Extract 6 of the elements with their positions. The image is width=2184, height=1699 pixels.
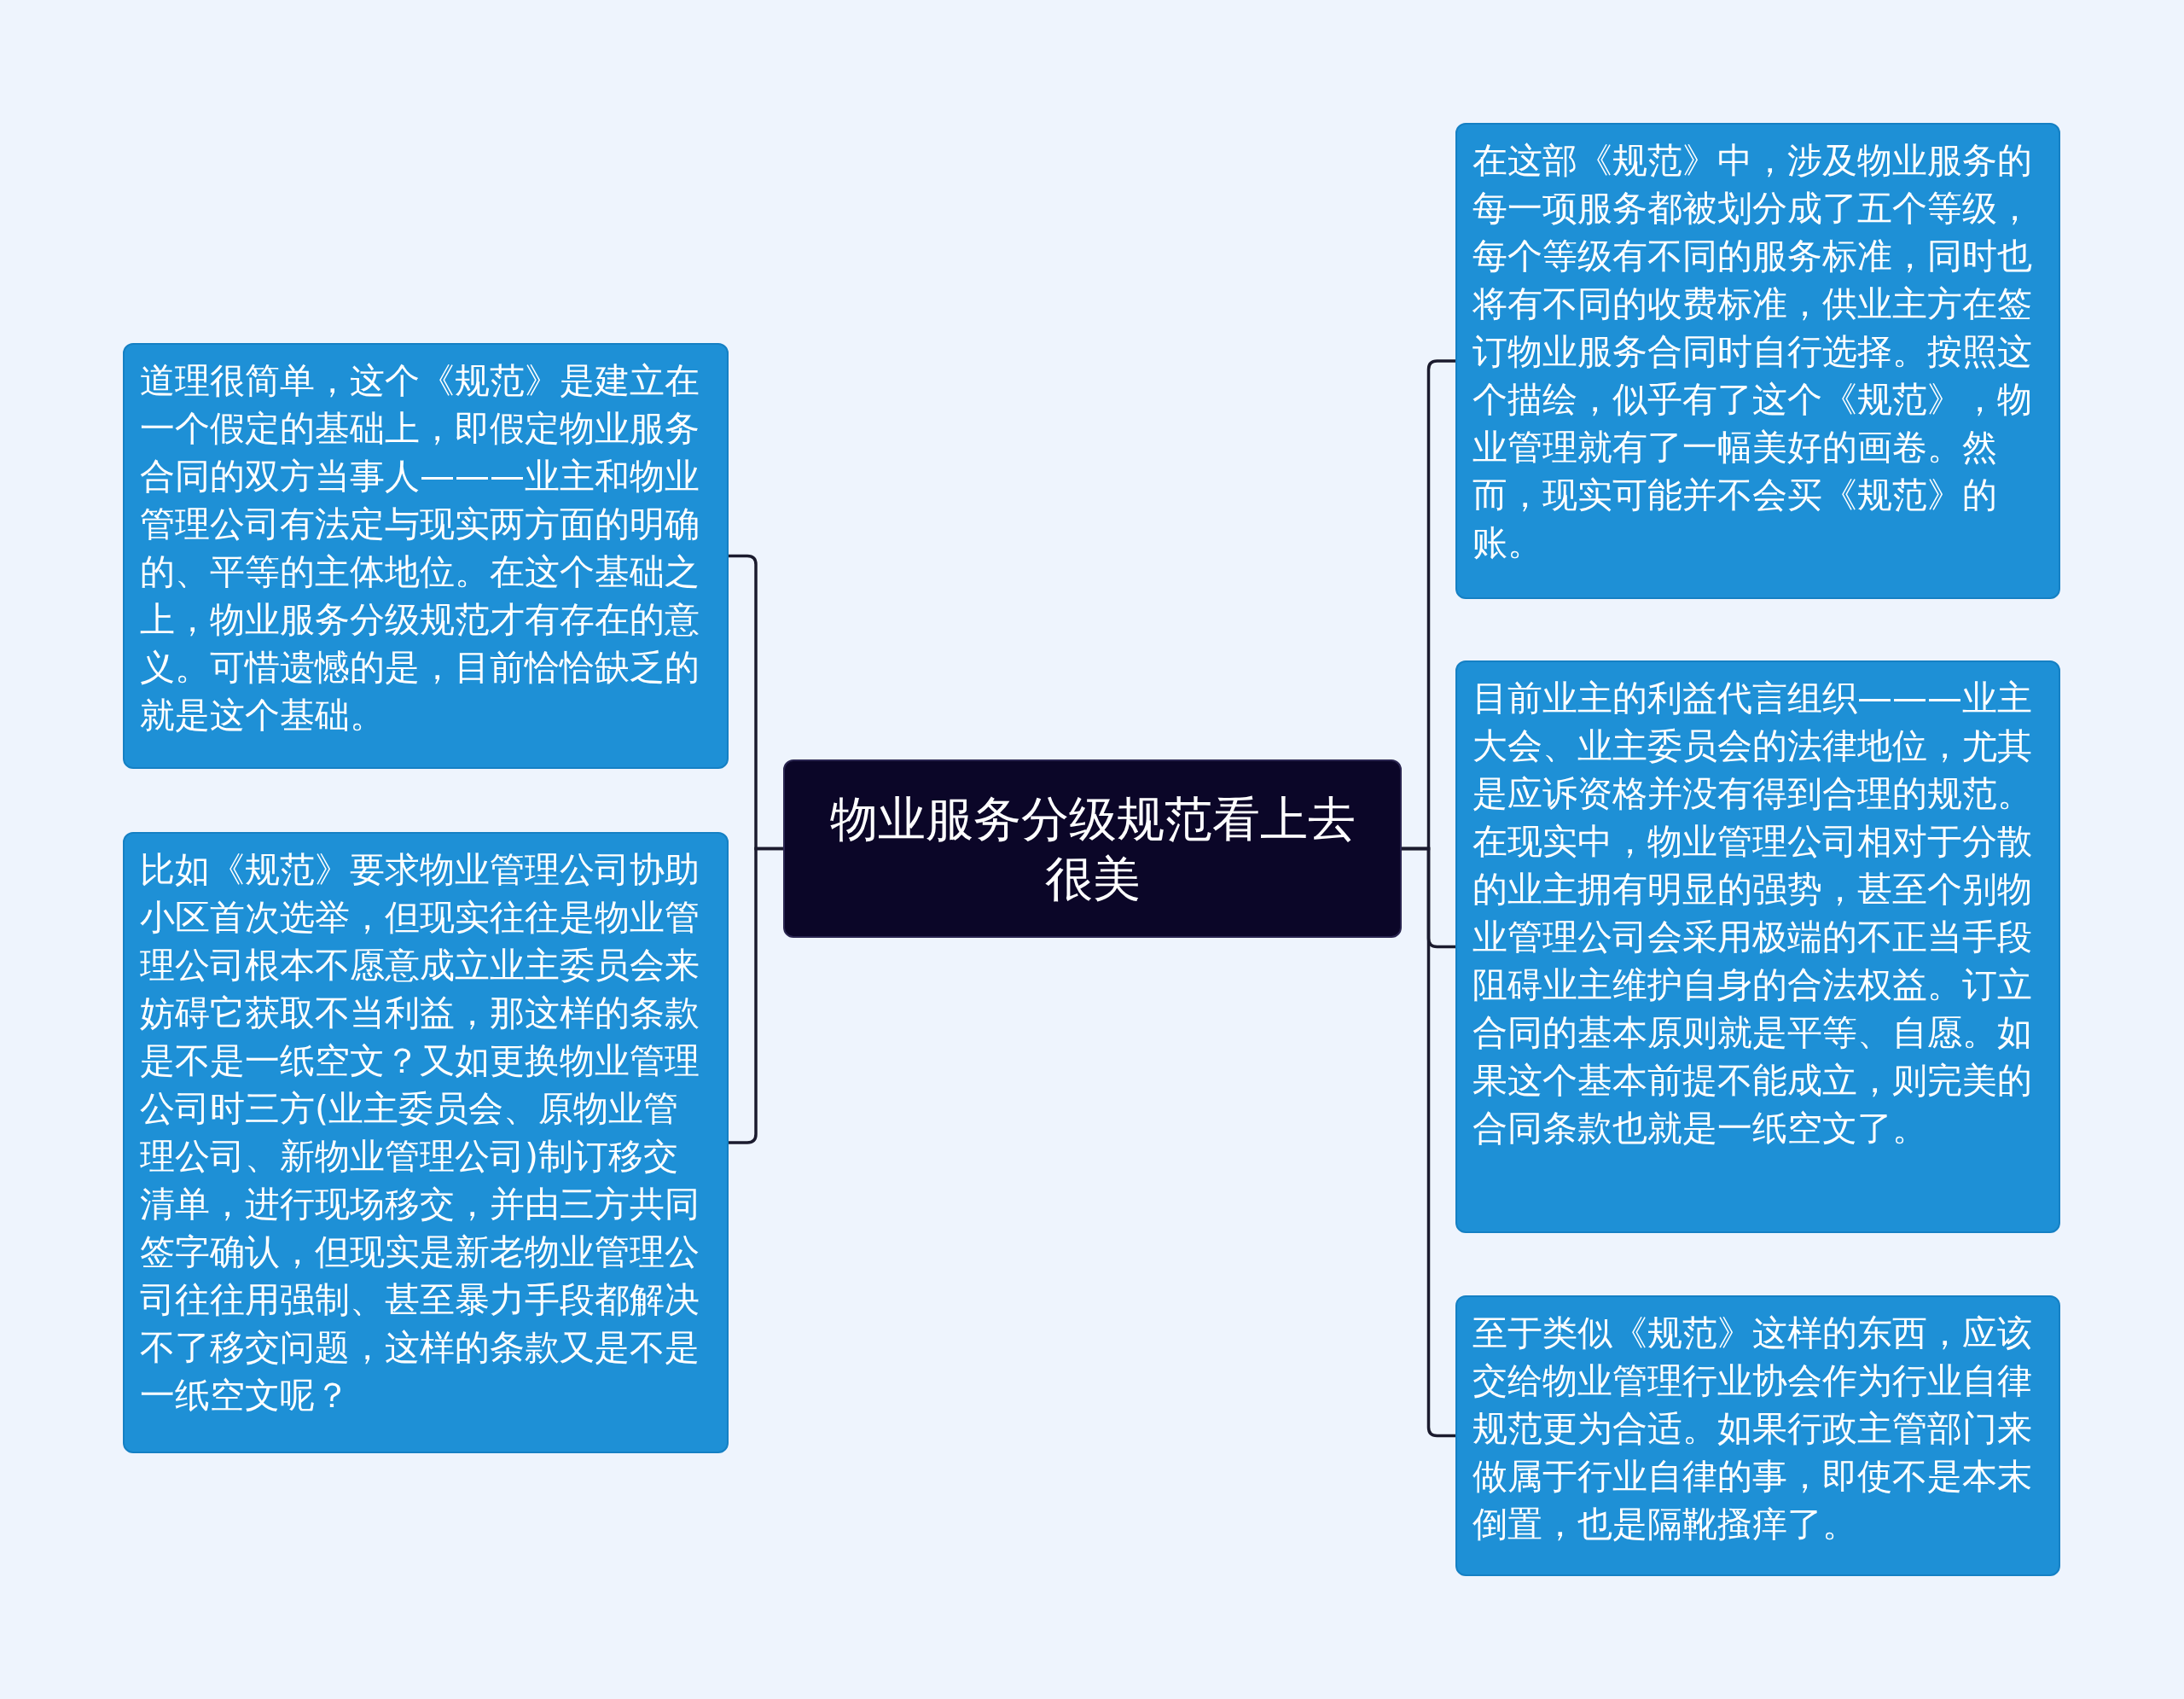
topic-box: 比如《规范》要求物业管理公司协助小区首次选举，但现实往往是物业管理公司根本不愿意成立业主委员会来妨碍它获取不当利益，那这样的条款是不是一纸空文？又如更换物业管理公司时三方(业主委员会、原物业管理公司、新物业管理公司)制订移交清单，进行现场移交，并由三方共同签字确认，但现实是新老物业管理公司往往用强制、甚至暴力手段都解决不了移交问题，这样的条款又是不是一纸空文呢？ (123, 832, 729, 1453)
topic-box: 目前业主的利益代言组织———业主大会、业主委员会的法律地位，尤其是应诉资格并没有得到合理的规范。在现实中，物业管理公司相对于分散的业主拥有明显的强势，甚至个别物业管理公司会采用极端的不正当手段阻碍业主维护自身的合法权益。订立合同的基本原则就是平等、自愿。如果这个基本前提不能成立，则完美的合同条款也就是一纸空文了。 (1455, 660, 2060, 1233)
topic-box: 在这部《规范》中，涉及物业服务的每一项服务都被划分成了五个等级，每个等级有不同的服务标准，同时也将有不同的收费标准，供业主方在签订物业服务合同时自行选择。按照这个描绘，似乎有了这个《规范》，物业管理就有了一幅美好的画卷。然而，现实可能并不会买《规范》的账。 (1455, 123, 2060, 599)
central-topic-box: 物业服务分级规范看上去很美 (783, 759, 1402, 938)
topic-box: 道理很简单，这个《规范》是建立在一个假定的基础上，即假定物业服务合同的双方当事人———业主和物业管理公司有法定与现实两方面的明确的、平等的主体地位。在这个基础之上，物业服务分级规范才有存在的意义。可惜遗憾的是，目前恰恰缺乏的就是这个基础。 (123, 343, 729, 769)
topic-box: 至于类似《规范》这样的东西，应该交给物业管理行业协会作为行业自律规范更为合适。如果行政主管部门来做属于行业自律的事，即使不是本末倒置，也是隔靴搔痒了。 (1455, 1295, 2060, 1576)
